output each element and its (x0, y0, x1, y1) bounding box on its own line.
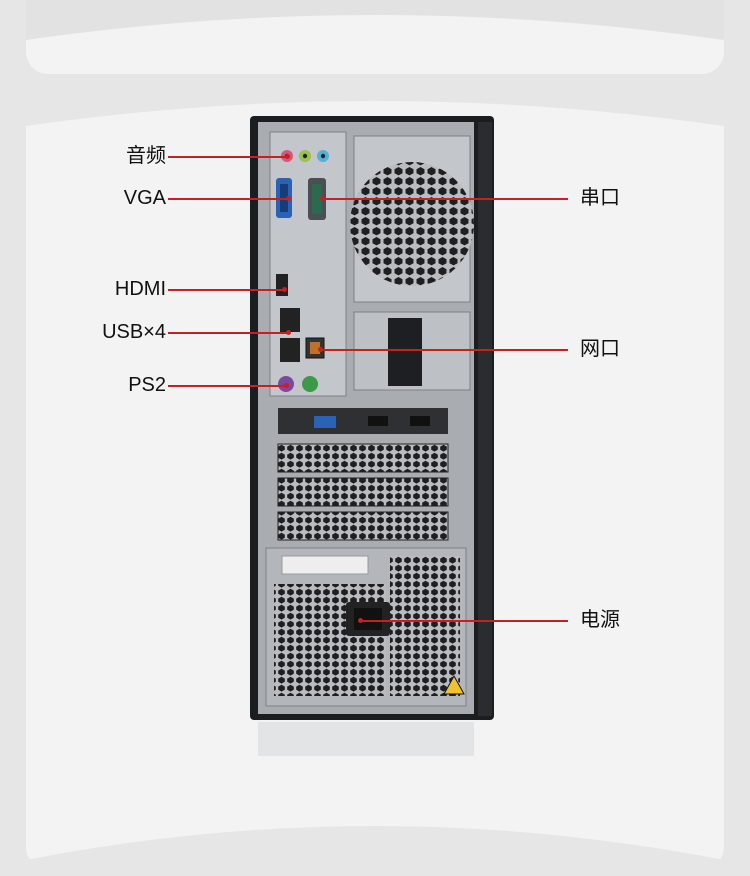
label-audio: 音频 (126, 145, 166, 167)
expansion-slot-cover-2 (277, 477, 449, 507)
label-hdmi: HDMI (114, 278, 166, 300)
expansion-slot-cover-3 (277, 511, 449, 541)
expansion-slot-cover-1 (277, 443, 449, 473)
label-serial: 串口 (580, 187, 620, 209)
psu-vent-right (390, 556, 460, 696)
usb-port-2 (280, 338, 300, 362)
fan-grille (350, 162, 474, 286)
top-arc (26, 0, 724, 40)
bottom-arc (26, 826, 724, 876)
usb-port-1 (280, 308, 300, 332)
serial-sticker (281, 555, 369, 575)
psu-vent-left (274, 584, 386, 696)
label-ps2: PS2 (128, 374, 166, 396)
label-network: 网口 (580, 338, 620, 360)
pc-tower-rear-view (250, 116, 494, 756)
label-power: 电源 (580, 609, 620, 631)
label-vga: VGA (123, 187, 166, 209)
label-usb: USB×4 (102, 321, 166, 343)
warning-triangle-icon (443, 674, 465, 695)
ps2-port-green (302, 376, 318, 392)
hdmi-port (276, 274, 288, 296)
main-arc (26, 96, 724, 126)
